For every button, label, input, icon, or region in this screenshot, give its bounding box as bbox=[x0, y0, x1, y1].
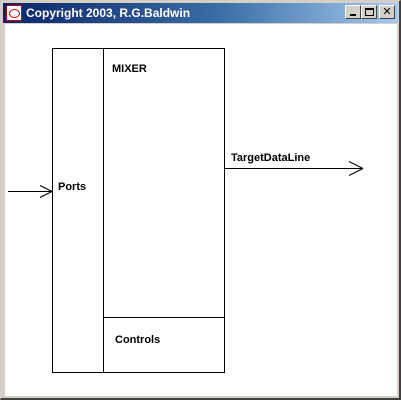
mixer-label: MIXER bbox=[112, 63, 147, 75]
target-data-line-label: TargetDataLine bbox=[231, 152, 310, 164]
window-controls: ✕ bbox=[345, 5, 395, 19]
maximize-button[interactable] bbox=[361, 5, 377, 19]
close-button[interactable]: ✕ bbox=[379, 5, 395, 19]
title-bar[interactable]: Copyright 2003, R.G.Baldwin ✕ bbox=[3, 3, 398, 23]
window-title: Copyright 2003, R.G.Baldwin bbox=[26, 6, 191, 20]
mixer-box bbox=[52, 48, 225, 373]
minimize-button[interactable] bbox=[345, 5, 361, 19]
output-arrow bbox=[225, 161, 364, 176]
close-icon: ✕ bbox=[382, 5, 392, 18]
input-arrow bbox=[8, 185, 53, 198]
canvas-area: MIXER Ports Controls TargetDataLine bbox=[5, 24, 397, 396]
maximize-icon bbox=[365, 8, 374, 16]
controls-label: Controls bbox=[115, 334, 160, 346]
java-cup-icon[interactable] bbox=[6, 5, 22, 21]
ports-label: Ports bbox=[58, 181, 86, 193]
minimize-icon bbox=[350, 14, 356, 16]
mixer-diagram: MIXER Ports Controls TargetDataLine bbox=[8, 48, 364, 373]
